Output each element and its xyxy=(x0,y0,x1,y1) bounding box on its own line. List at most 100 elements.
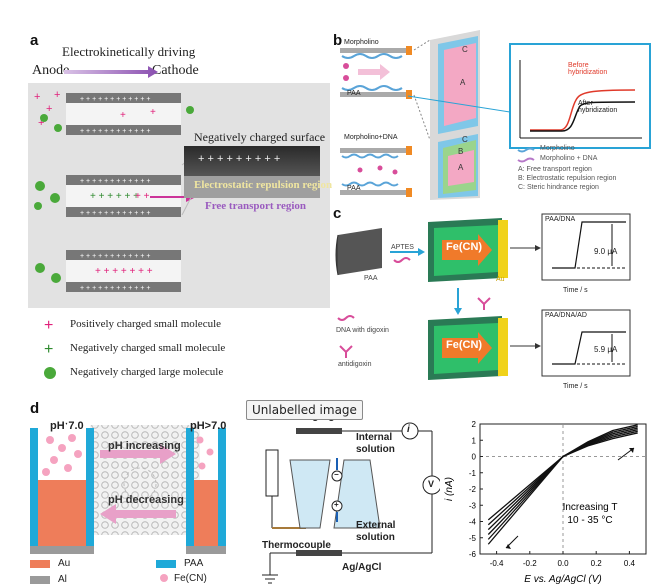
legend-negative-small: Negatively charged small molecule xyxy=(70,342,226,354)
iv-ytick: -6 xyxy=(469,550,477,559)
minus-sign: − xyxy=(334,470,339,479)
panel-d-label: d xyxy=(30,400,40,417)
svg-text:+ + + + + + + + + + + +: + + + + + + + + + + + + xyxy=(80,128,150,135)
negative-small-legend-icon: + xyxy=(44,341,53,358)
iv-series-line-6 xyxy=(487,424,638,545)
svg-text:+ +: + + xyxy=(135,191,150,202)
nanochannel-3: + + + + + + + + + + + + + + + + + + + + … xyxy=(35,250,181,292)
dna-digoxin-label: DNA with digoxin xyxy=(336,327,389,334)
paa-label-b1: PAA xyxy=(347,90,361,97)
panel-c-label: c xyxy=(333,205,342,222)
iv-ylabel: i (nA) xyxy=(444,477,455,501)
svg-text:B: B xyxy=(458,147,463,156)
svg-text:+: + xyxy=(150,107,156,118)
ph-high-label: pH˃7.0 xyxy=(190,420,227,432)
repulsion-label: Electrostatic repulsion region xyxy=(194,179,333,191)
negative-large-legend-icon xyxy=(44,367,56,379)
panel-c-figure xyxy=(335,213,631,380)
panel-a-figure: + + + + + + + + + + + + + + + + + + + + … xyxy=(28,66,330,379)
iv-ytick: 1 xyxy=(472,436,477,445)
iv-ytick: -4 xyxy=(469,518,477,527)
iv-xtick: -0.2 xyxy=(523,559,537,568)
paa-label-c: PAA xyxy=(364,275,378,282)
ph-low-label: pHˑ7.0 xyxy=(50,420,84,432)
iv-xtick: 0.2 xyxy=(591,559,603,568)
surface-label: Negatively charged surface xyxy=(194,130,326,144)
after-hybridization: After hybridization xyxy=(578,100,618,114)
iv-annotation: Increasing T xyxy=(563,502,618,513)
fecn-label-1: Fe(CN) xyxy=(446,241,483,253)
ph-decreasing-arrow xyxy=(100,504,176,524)
legend-positive: Positively charged small molecule xyxy=(70,318,222,330)
antidigoxin-label: antidigoxin xyxy=(338,361,372,368)
legend-au-label: Au xyxy=(58,558,71,569)
legend-negative-large: Negatively charged large molecule xyxy=(70,366,224,378)
plus-sign: + xyxy=(334,500,339,509)
svg-text:+ + + + + + + + + + + +: + + + + + + + + + + + + xyxy=(80,178,150,185)
minus-icon xyxy=(331,470,343,482)
legend-au-swatch xyxy=(30,560,50,568)
svg-text:+: + xyxy=(54,89,60,101)
current-symbol: i xyxy=(407,424,410,435)
panel-b-label: b xyxy=(333,32,343,49)
voltmeter-icon xyxy=(422,475,440,495)
voltage-symbol: V xyxy=(428,479,435,489)
before-hybridization: Before hybridization xyxy=(568,62,608,76)
panel-a-label: a xyxy=(30,32,39,49)
svg-text:C: C xyxy=(462,45,468,54)
dna-digoxin-icon xyxy=(337,315,355,321)
svg-text:C: C xyxy=(462,135,468,144)
legend-fecn-label: Fe(CN) xyxy=(174,573,207,584)
plus-icon xyxy=(331,500,343,512)
graph2-title: PAA/DNA/AD xyxy=(545,312,587,319)
legend-al-swatch xyxy=(30,576,50,584)
ph-increasing-label: pH increasing xyxy=(108,440,181,452)
paa-label-b2: PAA xyxy=(347,185,361,192)
svg-text:+: + xyxy=(34,91,40,103)
ammeter-icon xyxy=(401,422,419,440)
nanochannel-2: + + + + + + + + + + + + + + + + + + + + … xyxy=(34,175,196,217)
svg-text:A: A xyxy=(458,163,464,172)
iv-ytick: -2 xyxy=(469,485,477,494)
ph-decreasing-label: pH decreasing xyxy=(108,494,184,506)
panel-d-circuit xyxy=(262,422,440,584)
iv-ytick: 0 xyxy=(472,453,477,462)
legend-morpholino-dna: Morpholino + DNA xyxy=(540,155,598,162)
au-label-c: Au xyxy=(496,276,505,283)
external-solution-label: External solution xyxy=(356,520,396,543)
graph2-xlabel: Time / s xyxy=(563,383,588,390)
legend-morpholino: Morpholino xyxy=(540,145,575,152)
driving-arrow xyxy=(64,66,158,78)
morpholino-channel-label: Morpholino xyxy=(344,39,379,46)
iv-ytick: -5 xyxy=(469,534,477,543)
cathode-label: Cathode xyxy=(152,63,199,78)
svg-text:+ + + + + + + + + + + +: + + + + + + + + + + + + xyxy=(80,210,150,217)
legend-paa-label: PAA xyxy=(184,558,204,569)
antidigoxin-icon xyxy=(477,297,491,310)
graph1-xlabel: Time / s xyxy=(563,287,588,294)
iv-xtick: -0.4 xyxy=(490,559,504,568)
ph-increasing-arrow xyxy=(100,444,176,464)
internal-solution-label: Internal solution xyxy=(356,432,395,455)
legend-paa-swatch xyxy=(156,560,176,568)
svg-text:+ + + + + +: + + + + + + xyxy=(90,191,139,202)
svg-text:+ + + + + + + + + + + +: + + + + + + + + + + + + xyxy=(80,253,150,260)
graph1-title: PAA/DNA xyxy=(545,216,576,223)
svg-text:+: + xyxy=(46,103,52,115)
unlabelled-image-tag: Unlabelled image xyxy=(246,400,363,420)
iv-annotation2: 10 - 35 °C xyxy=(567,515,612,526)
panel-d-nanochannel xyxy=(30,425,226,584)
charged-surface xyxy=(184,146,320,176)
svg-text:+ + + + + + + + + + + +: + + + + + + + + + + + + xyxy=(80,96,150,103)
anode-label: Anode xyxy=(32,63,70,78)
graph1-value: 9.0 μA xyxy=(594,247,618,256)
thermocouple-label: Thermocouple xyxy=(262,540,331,551)
legend-region-c: C: Steric hindrance region xyxy=(518,184,599,191)
svg-text:+ + + + + + +: + + + + + + + xyxy=(95,266,153,277)
iv-ytick: -1 xyxy=(469,469,477,478)
graph2-value: 5.9 μA xyxy=(594,345,618,354)
iv-xlabel: E vs. Ag/AgCl (V) xyxy=(524,574,601,585)
iv-ytick: -3 xyxy=(469,501,477,510)
morpholino-dna-channel-label: Morpholino+DNA xyxy=(344,134,398,141)
